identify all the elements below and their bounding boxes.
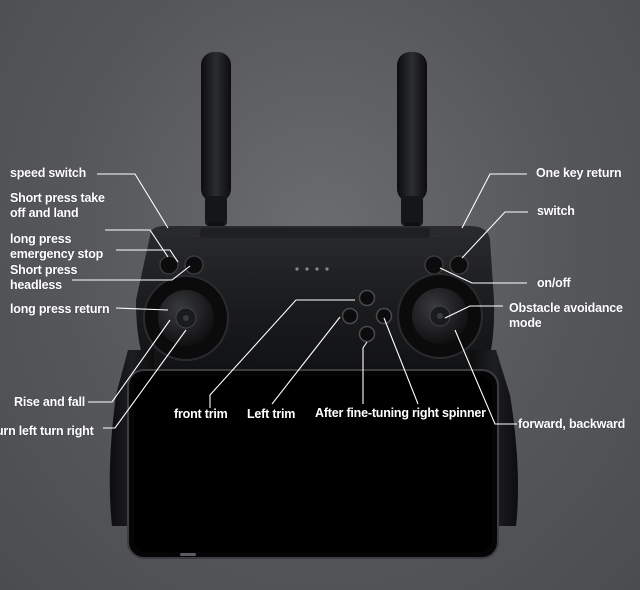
label-short-press-headless: Short press headless bbox=[10, 263, 78, 292]
label-speed-switch: speed switch bbox=[10, 166, 87, 180]
left-joystick bbox=[143, 275, 229, 361]
right-joystick bbox=[397, 273, 483, 359]
controller-body bbox=[136, 226, 495, 392]
right-antenna bbox=[397, 52, 427, 234]
left-antenna bbox=[201, 52, 231, 234]
label-obstacle-avoidance-mode: Obstacle avoidance mode bbox=[509, 301, 623, 330]
label-long-press-emergency-stop: long press emergency stop bbox=[10, 232, 104, 261]
leader-lines bbox=[72, 173, 528, 429]
label-after-fine-tuning: After fine-tuning bbox=[315, 406, 409, 420]
label-left-trim: Left trim bbox=[247, 407, 296, 421]
label-right-spinner: right spinner bbox=[412, 406, 486, 420]
label-switch: switch bbox=[537, 204, 575, 218]
right-top-buttons bbox=[424, 255, 469, 275]
left-top-buttons bbox=[159, 255, 204, 275]
phone-clamp bbox=[109, 350, 518, 559]
trim-buttons bbox=[341, 289, 393, 343]
label-forward-backward: forward, backward bbox=[518, 417, 626, 431]
label-rise-and-fall: Rise and fall bbox=[14, 395, 86, 409]
label-one-key-return: One key return bbox=[536, 166, 622, 180]
label-front-trim: front trim bbox=[174, 407, 228, 421]
four-dot-led-icon bbox=[295, 267, 329, 271]
label-turn-left-turn-right: turn left turn right bbox=[0, 424, 94, 438]
label-on-off: on/off bbox=[537, 276, 571, 290]
label-short-press-take-off: Short press take off and land bbox=[10, 191, 105, 220]
label-long-press-return: long press return bbox=[10, 302, 110, 316]
